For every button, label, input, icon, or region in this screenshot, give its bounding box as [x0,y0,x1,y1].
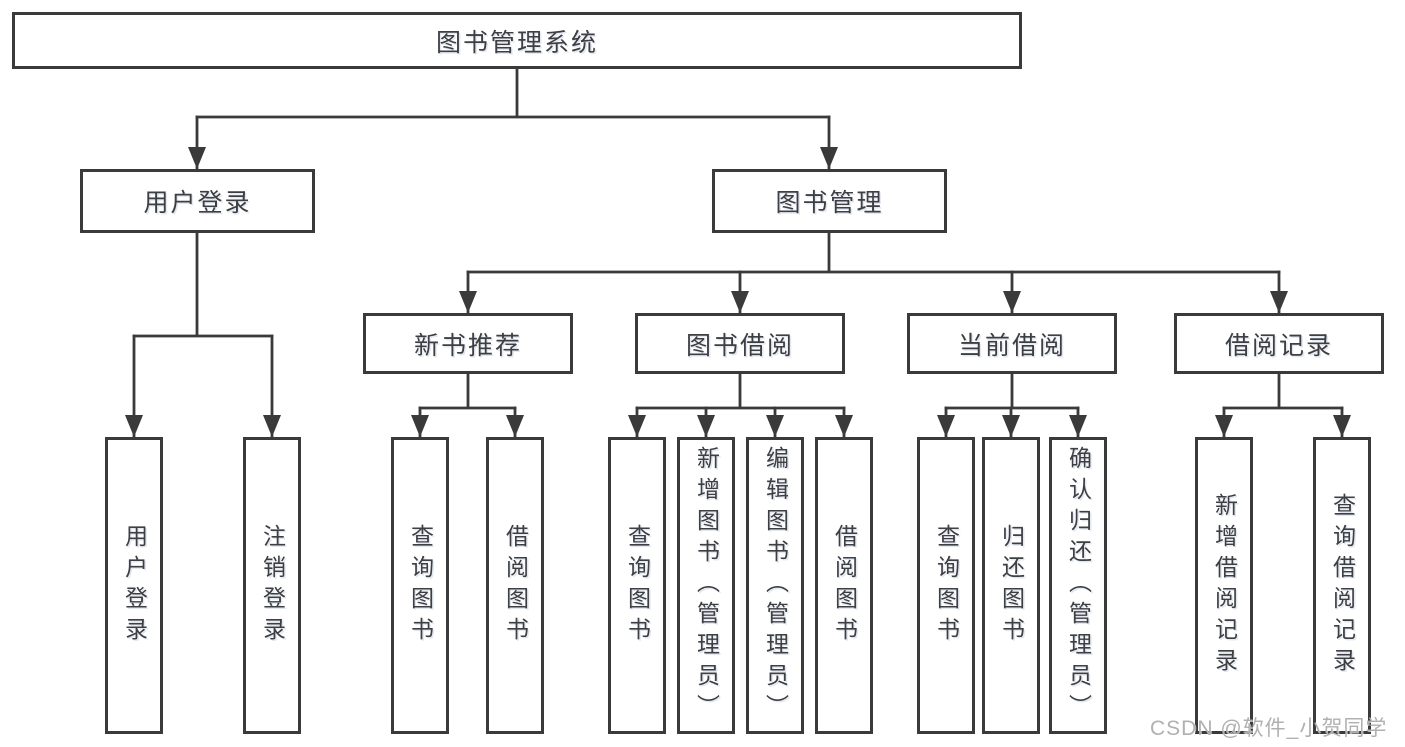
leaf-query-books-current: 查询图书 [917,437,975,734]
node-new-book-recommend: 新书推荐 [363,313,573,374]
node-user-login: 用户登录 [80,169,315,233]
leaf-label: 新增借阅记录 [1211,492,1238,679]
leaf-add-book-admin: 新增图书（管理员） [677,437,735,734]
leaf-query-books-recommend: 查询图书 [391,437,449,734]
leaf-label: 查询图书 [933,523,960,648]
leaf-label: 确认归还（管理员） [1065,446,1092,725]
leaf-label: 查询借阅记录 [1329,492,1356,679]
node-root-system: 图书管理系统 [12,12,1022,69]
node-label: 当前借阅 [957,331,1066,360]
node-current-borrowing: 当前借阅 [907,313,1117,374]
node-borrow-records: 借阅记录 [1174,313,1384,374]
leaf-borrow-books-recommend: 借阅图书 [486,437,544,734]
leaf-label: 用户登录 [121,523,148,648]
leaf-label: 借阅图书 [831,523,858,648]
leaf-label: 注销登录 [259,523,286,648]
leaf-label: 新增图书（管理员） [693,446,720,725]
node-label: 图书管理 [775,189,884,217]
node-label: 借阅记录 [1224,331,1333,360]
csdn-watermark: CSDN @软件_小贺同学 [1150,717,1388,740]
leaf-query-books-borrowing: 查询图书 [608,437,666,734]
node-label: 图书借阅 [685,331,794,360]
leaf-label: 编辑图书（管理员） [762,446,789,725]
node-book-management: 图书管理 [712,169,947,233]
node-label: 用户登录 [143,189,252,217]
leaf-add-borrow-record: 新增借阅记录 [1195,437,1253,734]
leaf-return-books: 归还图书 [982,437,1040,734]
node-label: 图书管理系统 [435,28,598,57]
node-label: 新书推荐 [413,331,522,360]
leaf-edit-book-admin: 编辑图书（管理员） [746,437,804,734]
leaf-logout: 注销登录 [243,437,301,734]
leaf-borrow-books-borrowing: 借阅图书 [815,437,873,734]
leaf-confirm-return-admin: 确认归还（管理员） [1049,437,1107,734]
node-book-borrowing: 图书借阅 [635,313,845,374]
leaf-label: 查询图书 [407,523,434,648]
leaf-user-login: 用户登录 [105,437,163,734]
leaf-label: 借阅图书 [502,523,529,648]
leaf-label: 归还图书 [998,523,1025,648]
leaf-query-borrow-record: 查询借阅记录 [1313,437,1371,734]
leaf-label: 查询图书 [624,523,651,648]
